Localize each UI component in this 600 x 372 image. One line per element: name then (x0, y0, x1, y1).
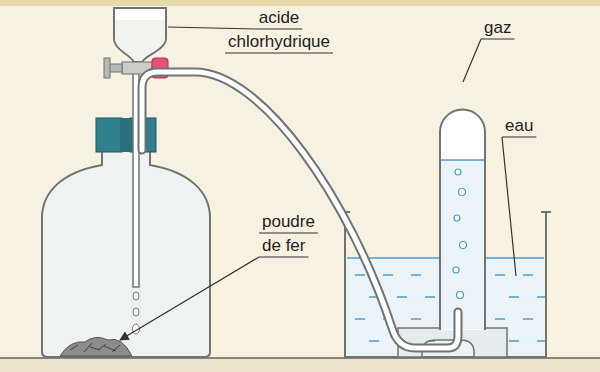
dropping-funnel (114, 8, 166, 62)
leader-line (463, 39, 481, 82)
acid-drops (133, 292, 140, 334)
label-underline (259, 256, 308, 257)
label-gas: gaz (484, 16, 524, 40)
label-underline (225, 52, 333, 53)
top-strip (0, 0, 600, 6)
leader-line (168, 27, 256, 29)
label-underline (259, 232, 318, 233)
stopcock-handle (104, 58, 110, 78)
label-water: eau (505, 114, 545, 138)
label-iron: poudre de fer (262, 210, 324, 258)
label-underline (502, 136, 536, 137)
delivery-tube (142, 72, 458, 348)
gas-bubbles (453, 169, 467, 299)
flask (42, 150, 210, 357)
test-tube (440, 110, 485, 331)
tube-water (441, 160, 484, 329)
label-underline (481, 38, 514, 39)
label-underline (256, 28, 303, 29)
table-surface (0, 358, 600, 372)
label-acid: acide chlorhydrique (218, 6, 340, 54)
delivery-tube (142, 72, 458, 348)
leader-line (502, 137, 516, 276)
stopper (120, 118, 132, 152)
iron-powder (60, 337, 132, 356)
stopper (96, 118, 122, 152)
leader-line (120, 257, 259, 340)
acid-liquid (115, 20, 165, 61)
